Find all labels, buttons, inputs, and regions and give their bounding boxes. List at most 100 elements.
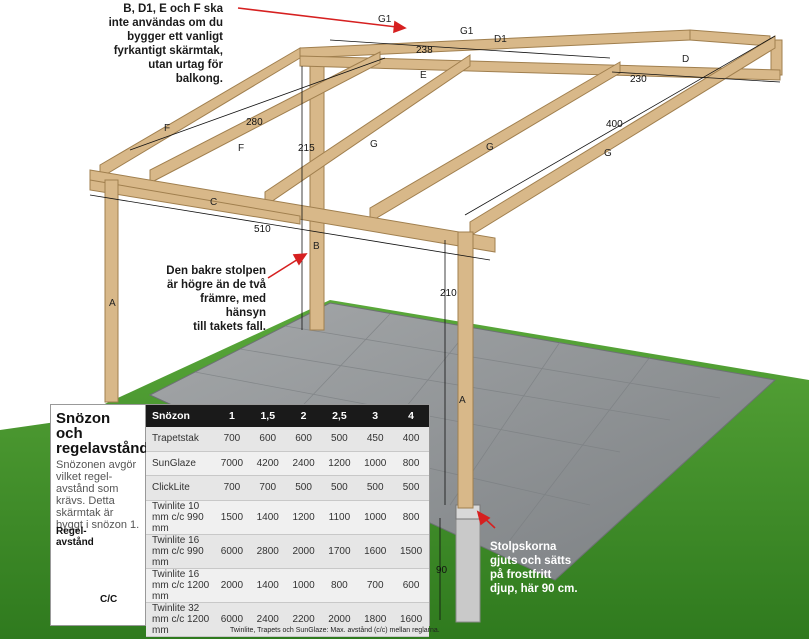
header-cell-zone: 1,5: [249, 405, 286, 427]
header-cell-label: Snözon: [146, 405, 214, 427]
callout-top-line: B, D1, E och F ska: [123, 3, 223, 15]
dim-215: 215: [298, 143, 315, 154]
label-b: B: [313, 241, 320, 252]
row-value: 600: [393, 568, 429, 603]
row-value: 1500: [214, 500, 250, 535]
label-a-right: A: [459, 395, 466, 406]
row-value: 2000: [285, 534, 322, 569]
row-value: 1700: [321, 534, 358, 569]
row-value: 2000: [214, 568, 250, 603]
post-a-right: [457, 231, 474, 509]
header-cell-zone: 4: [393, 405, 429, 427]
row-value: 450: [357, 427, 394, 452]
dim-230: 230: [630, 74, 647, 85]
callout-top-line: fyrkantigt skärmtak,: [113, 45, 223, 57]
callout-top-line: balkong.: [175, 73, 223, 85]
label-g1: G1: [460, 26, 474, 37]
row-material: ClickLite: [146, 475, 214, 501]
callout-rear-post: Den bakre stolpen är högre än de två frä…: [158, 264, 266, 334]
label-g1-rear: G1: [378, 14, 392, 25]
diagram-label-spacing: Regel- avstånd: [56, 526, 94, 548]
label-a-left: A: [109, 298, 116, 309]
row-value: 1600: [357, 534, 394, 569]
header-cell-zone: 1: [214, 405, 250, 427]
label-c: C: [210, 197, 217, 208]
row-value: 700: [214, 427, 250, 452]
row-value: 2400: [285, 451, 322, 477]
callout-top-line: inte användas om du: [108, 17, 223, 29]
row-material: Twinlite 10 mm c/c 990 mm: [146, 500, 214, 535]
label-f-2: F: [238, 143, 244, 154]
dim-510: 510: [254, 224, 271, 235]
row-value: 1600: [393, 602, 429, 637]
callout-middle-line: Den bakre stolpen: [166, 265, 266, 277]
row-value: 7000: [214, 451, 250, 477]
callout-footing: Stolpskorna gjuts och sätts på frostfrit…: [490, 540, 590, 596]
row-value: 2200: [285, 602, 322, 637]
row-value: 600: [249, 427, 286, 452]
row-value: 500: [321, 427, 358, 452]
callout-middle-line: till takets fall.: [193, 321, 266, 333]
row-value: 600: [285, 427, 322, 452]
dim-90: 90: [436, 565, 448, 576]
row-value: 2000: [321, 602, 358, 637]
label-g-1: G: [370, 139, 378, 150]
label-f-1: F: [164, 123, 170, 134]
header-cell-zone: 2,5: [321, 405, 358, 427]
row-value: 700: [357, 568, 394, 603]
header-cell-zone: 2: [285, 405, 322, 427]
row-value: 1200: [321, 451, 358, 477]
label-e: E: [420, 70, 427, 81]
row-value: 6000: [214, 534, 250, 569]
row-value: 800: [393, 451, 429, 477]
callout-middle-line: främre, med hänsyn: [200, 293, 266, 319]
row-value: 1100: [321, 500, 358, 535]
concrete-footing: [455, 517, 481, 623]
row-value: 500: [285, 475, 322, 501]
row-material: Twinlite 16 mm c/c 1200 mm: [146, 568, 214, 603]
row-value: 500: [357, 475, 394, 501]
label-d1: D1: [494, 34, 507, 45]
label-g-3: G: [604, 148, 612, 159]
row-value: 2800: [249, 534, 286, 569]
post-a-left: [104, 179, 119, 403]
dim-210: 210: [440, 288, 457, 299]
row-material: Twinlite 16 mm c/c 990 mm: [146, 534, 214, 569]
row-material: Twinlite 32 mm c/c 1200 mm: [146, 602, 214, 637]
row-value: 1000: [285, 568, 322, 603]
callout-footing-line: gjuts och sätts: [490, 555, 572, 567]
label-d: D: [682, 54, 689, 65]
roof-frame: [89, 29, 781, 253]
table-footnote: Twinlite, Trapets och SunGlaze: Max. avs…: [230, 627, 440, 634]
row-value: 400: [393, 427, 429, 452]
header-cell-zone: 3: [357, 405, 394, 427]
snow-zone-panel: Snözon och regelavstånd Snözonen avgör v…: [50, 404, 430, 637]
row-value: 4200: [249, 451, 286, 477]
row-value: 1000: [357, 451, 394, 477]
label-g-2: G: [486, 142, 494, 153]
diagram-label-cc: C/C: [100, 594, 118, 605]
panel-sidebar: Snözon och regelavstånd Snözonen avgör v…: [50, 404, 149, 626]
row-value: 800: [393, 500, 429, 535]
row-value: 800: [321, 568, 358, 603]
row-value: 700: [214, 475, 250, 501]
panel-body: Snözonen avgör vilket regel- avstånd som…: [56, 459, 140, 531]
panel-title: Snözon och regelavstånd: [56, 410, 149, 457]
callout-middle-line: är högre än de två: [166, 279, 266, 291]
row-value: 1200: [285, 500, 322, 535]
dim-400: 400: [606, 119, 623, 130]
row-value: 1500: [393, 534, 429, 569]
dim-238: 238: [416, 45, 433, 56]
row-material: SunGlaze: [146, 451, 214, 477]
